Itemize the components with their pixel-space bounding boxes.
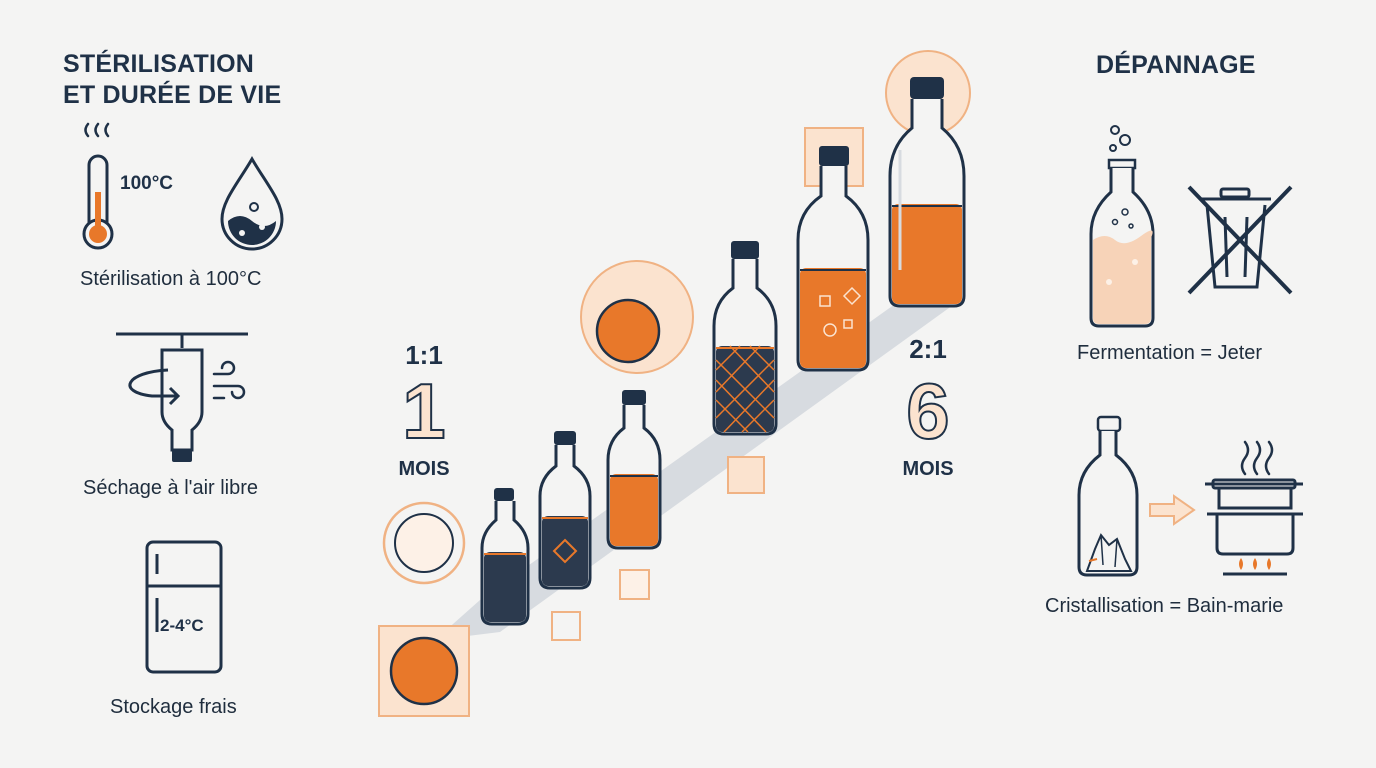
crystallized-bottle-icon [1077, 415, 1139, 577]
section-title-depannage: DÉPANNAGE [1096, 51, 1256, 79]
deco-square-small [619, 569, 650, 600]
sterilisation-caption: Stérilisation à 100°C [80, 268, 262, 290]
trash-crossed-icon [1187, 185, 1293, 295]
end-ratio: 2:1 [909, 334, 947, 364]
bottle-2 [538, 431, 592, 590]
end-duration-unit: MOIS [902, 458, 954, 480]
arrow-right-icon [1149, 494, 1196, 526]
title-line-1: STÉRILISATION [63, 50, 255, 78]
drying-bottle-icon [116, 332, 248, 462]
fridge-icon [145, 540, 223, 674]
fermentation-caption: Fermentation = Jeter [1077, 342, 1263, 364]
cristallisation-caption: Cristallisation = Bain-marie [1045, 595, 1284, 617]
deco-circle [389, 636, 459, 706]
sechage-caption: Séchage à l'air libre [83, 477, 259, 499]
stockage-caption: Stockage frais [110, 696, 237, 718]
deco-ring [382, 501, 466, 585]
deco-circle-light [394, 513, 454, 573]
section-title-sterilisation: STÉRILISATION ET DURÉE DE VIE [63, 49, 281, 111]
deco-circle [595, 298, 661, 364]
deco-square [727, 456, 765, 494]
start-ratio: 1:1 [405, 340, 443, 370]
water-drop-icon [220, 156, 284, 251]
bottle-5 [796, 146, 870, 372]
bottle-6 [888, 77, 966, 308]
deco-square-small [551, 611, 581, 641]
start-duration-number: 1 [401, 367, 446, 455]
title-line-2: ET DURÉE DE VIE [63, 81, 282, 109]
end-duration-number: 6 [905, 367, 950, 455]
start-duration-unit: MOIS [398, 458, 450, 480]
bottle-1 [480, 488, 530, 626]
bottle-3 [606, 390, 662, 550]
thermometer-icon [82, 122, 114, 250]
fermenting-bottle-icon [1089, 125, 1155, 328]
bain-marie-pot-icon [1205, 440, 1303, 576]
bottle-4 [712, 241, 778, 436]
temperature-label: 100°C [120, 173, 174, 194]
fridge-temperature-label: 2-4°C [160, 616, 204, 635]
